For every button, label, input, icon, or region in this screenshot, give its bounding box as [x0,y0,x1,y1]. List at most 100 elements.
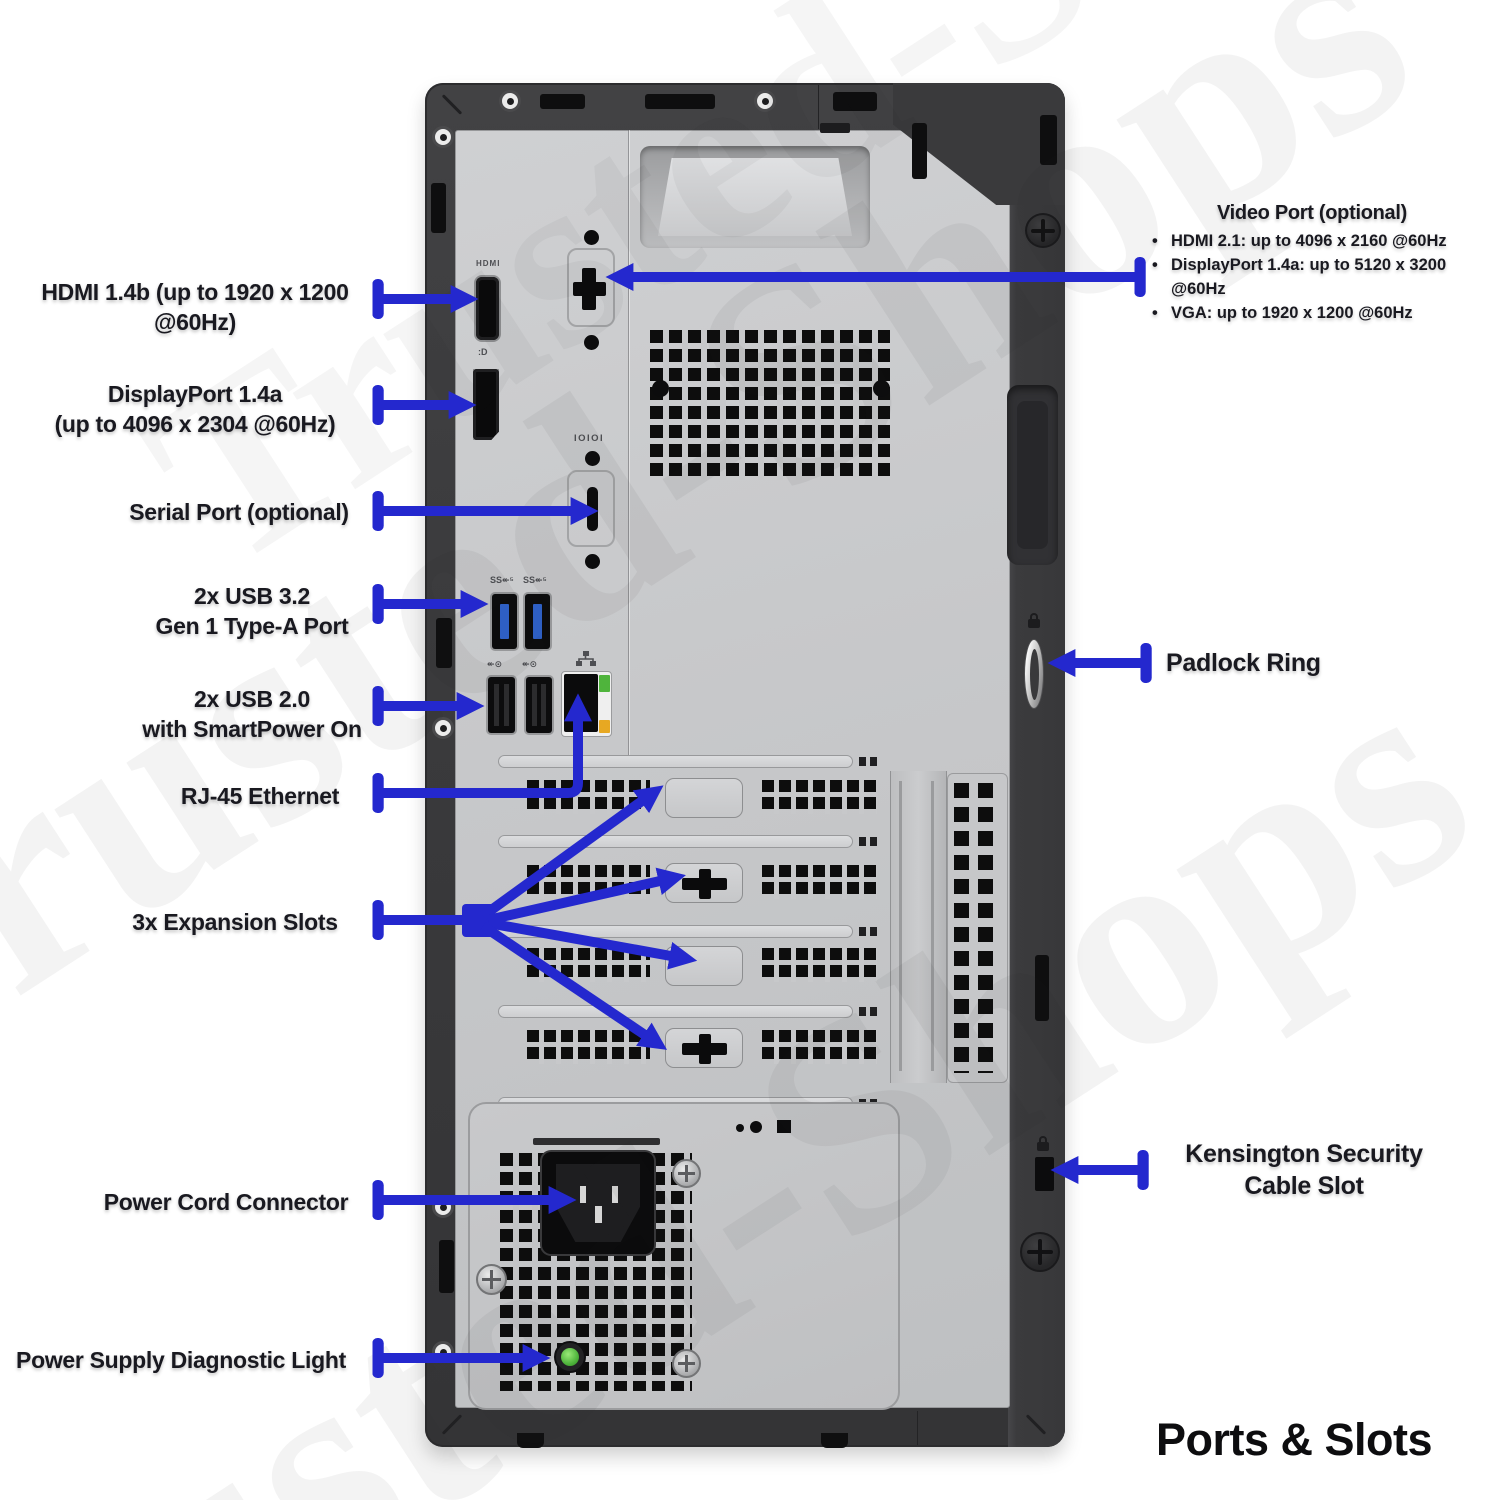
label-line: DisplayPort 1.4a [107,381,283,407]
label-hdmi: HDMI 1.4b (up to 1920 x 1200 @60Hz) [20,277,370,337]
vent-grid [650,330,890,480]
label-line: Serial Port (optional) [129,499,349,525]
displayport-port [473,369,499,440]
label-line: 2x USB 2.0 [194,686,310,712]
usb3-badge-icon: SS↞⁵ [490,575,514,585]
divider-mark [859,1007,866,1016]
slot-divider [498,835,853,848]
usb3-port [525,594,550,649]
slot-divider [498,1005,853,1018]
list-item: HDMI 2.1: up to 4096 x 2160 @60Hz [1150,229,1495,253]
usb2-pins [504,684,509,726]
label-line: (up to 4096 x 2304 @60Hz) [54,411,336,437]
power-inlet-socket [556,1164,640,1242]
vent-slot [431,183,446,233]
expansion-slot-cover [665,946,743,986]
psu-square-mark [777,1120,791,1133]
usb3-port [492,594,517,649]
screw-icon [432,717,454,739]
cable-hook-recess [1007,385,1058,565]
psu-diagnostic-led [554,1341,586,1373]
vent-grid [762,865,877,899]
serial-port-slot [587,487,598,531]
tower-foot [821,1433,848,1448]
tower-right-column [1008,83,1065,1447]
expansion-slot-cover [665,863,743,903]
screw-hole [585,554,600,569]
page-title: Ports & Slots [1156,1414,1433,1465]
list-item: VGA: up to 1920 x 1200 @60Hz [1150,301,1495,325]
screw-icon [432,126,454,148]
vent-slot [540,94,585,109]
screw-hole [584,230,599,245]
vent-slot [1040,115,1057,165]
card-bracket-rail [890,771,947,1083]
label-serial-port: Serial Port (optional) [64,497,414,527]
label-line: 3x Expansion Slots [132,909,338,935]
psu-latch [533,1138,660,1145]
screw-hole [585,451,600,466]
bullet-line: HDMI 2.1: up to 4096 x 2160 @60Hz [1171,232,1447,250]
label-line: Cable Slot [1244,1172,1364,1200]
corner-mark-icon [441,1414,463,1435]
psu-led-green [561,1348,579,1366]
usb2-pins [541,684,546,726]
label-usb32: 2x USB 3.2 Gen 1 Type-A Port [77,581,427,641]
screw-icon [432,1196,454,1218]
vent-grid [762,780,877,814]
label-line: @60Hz) [154,309,236,335]
vent-slot [1035,955,1049,1021]
vent-slot [439,1240,454,1293]
usb3-tongue [533,604,542,639]
thumbscrew-plus-icon [699,1034,711,1064]
usb2-pins [532,684,537,726]
screw-icon [432,1341,454,1363]
kensington-slot [1035,1157,1054,1191]
psu-dot [736,1124,744,1132]
vent-grid [527,780,650,814]
vent-slot [833,92,877,111]
screw-icon [754,90,776,112]
hdmi-port-label: HDMI [476,259,501,268]
power-pin [612,1186,618,1203]
power-inlet-c14 [542,1152,654,1254]
hinge-notch [820,123,850,133]
bracket-groove [899,781,902,1071]
screw-hole [584,335,599,350]
rj45-port [564,674,598,732]
label-line: RJ-45 Ethernet [180,783,340,809]
screw-icon [499,90,521,112]
usb2-port [488,677,515,733]
label-expansion-slots: 3x Expansion Slots [60,907,410,937]
tower-foot [517,1433,544,1448]
padlock-icon [1028,613,1040,628]
divider-mark [859,927,866,936]
label-line: Gen 1 Type-A Port [155,613,349,639]
label-line: HDMI 1.4b (up to 1920 x 1200 [41,279,349,305]
panel-seam [917,1411,918,1445]
vent-grid [527,865,650,899]
label-usb20: 2x USB 2.0 with SmartPower On [77,684,427,744]
thumbscrew-icon [1025,213,1061,248]
vent-slot [436,618,452,668]
corner-mark-icon [441,94,463,115]
bullet-line: DisplayPort 1.4a: up to 5120 x 3200 [1171,256,1447,274]
divider-mark [859,757,866,766]
rj45-activity-led [599,720,610,733]
label-psu-light: Power Supply Diagnostic Light [6,1345,356,1375]
label-line: 2x USB 3.2 [194,583,310,609]
serial-port-label: IOIOI [574,433,605,444]
expansion-slot-cover [665,1028,743,1068]
vent-hole [873,380,890,397]
label-line: Power Supply Diagnostic Light [16,1347,346,1373]
video-port-plus-icon [582,268,596,310]
handle-recess-inner [658,158,852,236]
slot-divider [498,925,853,938]
vent-slot [912,123,927,179]
phillips-screw-icon [672,1349,701,1378]
rj45-link-led [599,675,610,692]
panel-seam [818,85,819,129]
padlock-ring-hole [1030,649,1039,700]
usb2-badge-icon: ↞⊙ [487,659,503,669]
